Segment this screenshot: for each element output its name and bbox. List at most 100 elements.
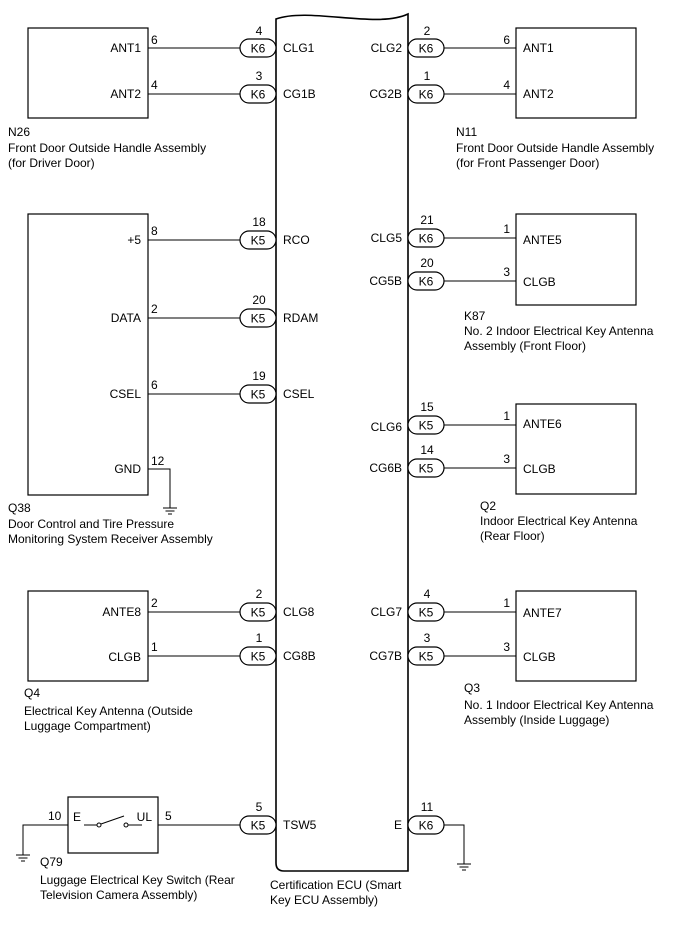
pin-label: E [73, 810, 81, 824]
component-pin-number: 2 [151, 596, 158, 610]
ground-wire [22, 824, 68, 855]
ecu-pin-number: 5 [256, 800, 263, 814]
connector-pill [239, 308, 277, 328]
ecu-pin-number: 20 [420, 256, 434, 270]
ecu-pin-number: 2 [424, 24, 431, 38]
component-code-q3: Q3 [464, 681, 480, 695]
component-pin-number: 4 [151, 78, 158, 92]
component-pin-number: 4 [503, 78, 510, 92]
connector-label: K5 [251, 606, 266, 620]
component-box-q38 [27, 213, 149, 496]
connector-pill [407, 415, 445, 435]
pin-label: CLGB [523, 462, 556, 476]
component-pin-number: 3 [503, 640, 510, 654]
pin-label: +5 [127, 233, 141, 247]
ecu-pin-label: CG7B [369, 649, 402, 663]
connector-pill [407, 38, 445, 58]
connector-label: K5 [251, 388, 266, 402]
component-pin-number: 6 [503, 33, 510, 47]
ecu-pin-label: CLG2 [371, 41, 403, 55]
component-desc-q79-1: Luggage Electrical Key Switch (Rear [40, 873, 235, 887]
connector-pill [239, 815, 277, 835]
component-code-n11: N11 [456, 125, 477, 139]
component-box-q2 [515, 403, 637, 495]
pin-label: ANTE6 [523, 417, 562, 431]
ecu-pin-label: CLG5 [371, 231, 403, 245]
component-box-n26 [27, 27, 149, 119]
connector-label: K6 [251, 88, 266, 102]
connector-pill [407, 228, 445, 248]
pin-label: ANTE8 [102, 605, 141, 619]
component-desc-q38-1: Door Control and Tire Pressure [8, 517, 174, 531]
pin-label: ANT1 [523, 41, 554, 55]
ecu-pin-label: CG2B [369, 87, 402, 101]
component-pin-number: 6 [151, 378, 158, 392]
connector-pill [239, 230, 277, 250]
connector-label: K5 [251, 650, 266, 664]
ecu-pin-label: CSEL [283, 387, 315, 401]
component-desc-q4-2: Luggage Compartment) [24, 719, 151, 733]
connector-label: K6 [419, 42, 434, 56]
component-pin-number: 1 [503, 222, 510, 236]
ecu-pin-label: RCO [283, 233, 310, 247]
pin-label: CLGB [108, 650, 141, 664]
ground-wire [444, 824, 465, 864]
component-code-q38: Q38 [8, 501, 31, 515]
component-desc-n26-2: (for Driver Door) [8, 156, 95, 170]
ecu-pin-label: CG6B [369, 461, 402, 475]
component-box-n11 [515, 27, 637, 119]
ecu-pin-label: CLG1 [283, 41, 315, 55]
pin-label: ANT2 [110, 87, 141, 101]
ecu-pin-number: 3 [424, 631, 431, 645]
component-pin-number: 6 [151, 33, 158, 47]
ground-icon [457, 863, 471, 871]
ecu-pin-number: 14 [420, 443, 434, 457]
ecu-pin-label: CG5B [369, 274, 402, 288]
ecu-pin-number: 20 [252, 293, 266, 307]
connector-label: K6 [419, 819, 434, 833]
connector-label: K5 [419, 419, 434, 433]
component-desc-q2-1: Indoor Electrical Key Antenna [480, 514, 638, 528]
connector-pill [239, 646, 277, 666]
ecu-pin-label: CG1B [283, 87, 316, 101]
ecu-pin-number: 3 [256, 69, 263, 83]
ground-icon [163, 507, 177, 515]
connector-label: K5 [419, 650, 434, 664]
component-desc-q3-1: No. 1 Indoor Electrical Key Antenna [464, 698, 654, 712]
ecu-pin-label: E [394, 818, 402, 832]
ecu-label-line-2: Key ECU Assembly) [270, 893, 378, 907]
connector-pill [407, 646, 445, 666]
component-pin-number: 10 [48, 809, 62, 823]
ecu-pin-number: 21 [420, 213, 434, 227]
component-desc-k87-1: No. 2 Indoor Electrical Key Antenna [464, 324, 654, 338]
connector-pill [407, 458, 445, 478]
ecu-pin-number: 1 [424, 69, 431, 83]
component-code-q79: Q79 [40, 855, 63, 869]
component-pin-number: 1 [503, 409, 510, 423]
pin-label: CSEL [110, 387, 142, 401]
component-box-q79 [67, 796, 159, 854]
ecu-pin-number: 18 [252, 215, 266, 229]
connector-label: K5 [419, 462, 434, 476]
pin-label: GND [114, 462, 141, 476]
ecu-pin-number: 11 [421, 800, 434, 814]
component-desc-n11-1: Front Door Outside Handle Assembly [456, 141, 654, 155]
ecu-pin-label: TSW5 [283, 818, 317, 832]
ecu-pin-label: CLG8 [283, 605, 315, 619]
component-desc-q3-2: Assembly (Inside Luggage) [464, 713, 609, 727]
component-code-k87: K87 [464, 309, 486, 323]
connector-pill [407, 271, 445, 291]
connector-label: K6 [419, 232, 434, 246]
component-box-q3 [515, 590, 637, 682]
pin-label: ANTE5 [523, 233, 562, 247]
pin-label: UL [137, 810, 153, 824]
component-pin-number: 8 [151, 224, 158, 238]
component-desc-n11-2: (for Front Passenger Door) [456, 156, 599, 170]
ground-wire [148, 468, 171, 508]
component-pin-number: 12 [151, 454, 165, 468]
connector-label: K5 [251, 819, 266, 833]
component-desc-q2-2: (Rear Floor) [480, 529, 545, 543]
component-desc-n26-1: Front Door Outside Handle Assembly [8, 141, 206, 155]
connector-pill [239, 602, 277, 622]
certification-ecu-body [275, 12, 409, 872]
